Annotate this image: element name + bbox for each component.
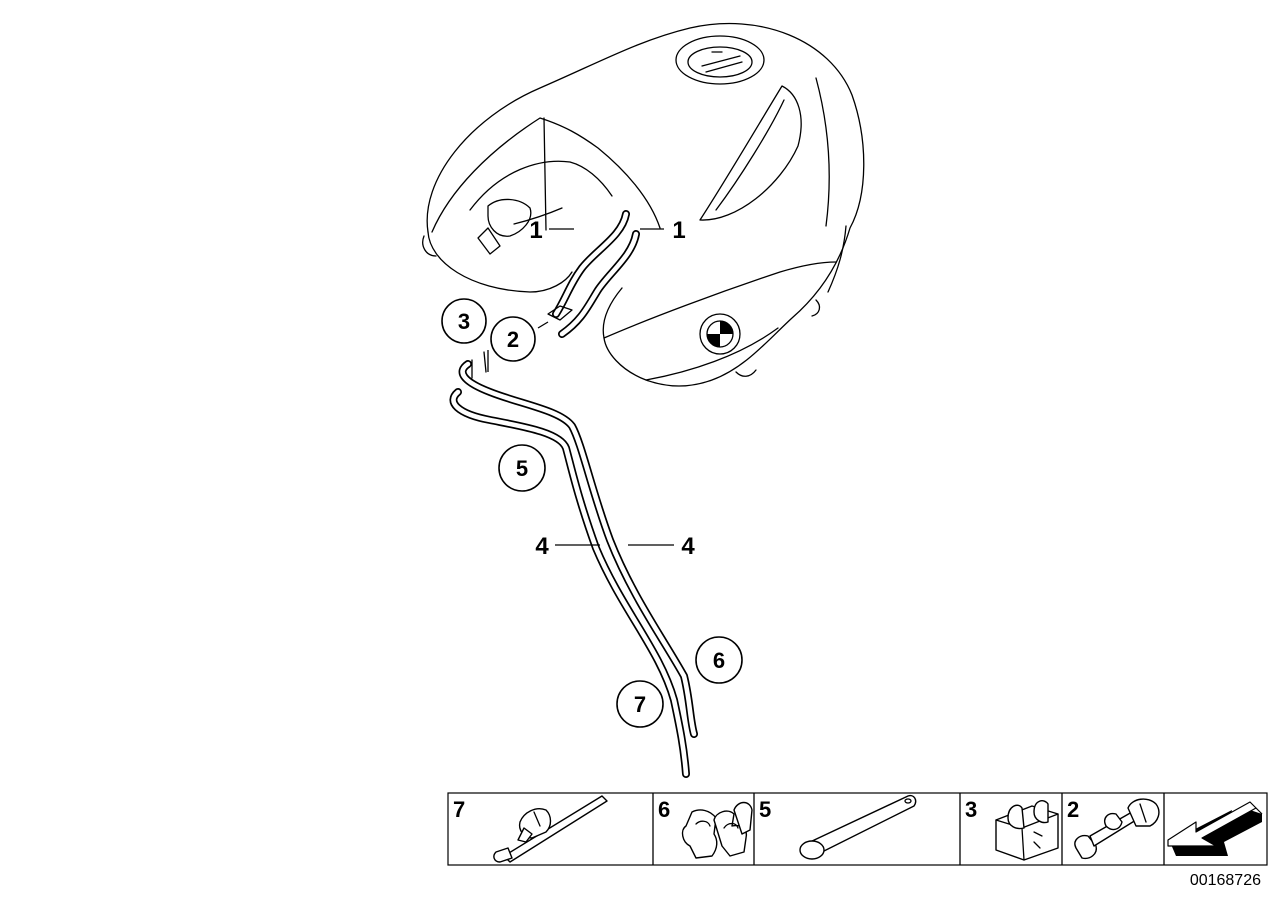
callout-1-right: 1 (672, 217, 685, 244)
expanding-rivet-icon (1074, 798, 1160, 860)
parts-cell-7: 7 (453, 795, 608, 863)
parts-cell-5: 5 (759, 794, 917, 860)
callout-3-label: 3 (458, 309, 470, 334)
callout-3-circle: 3 (441, 298, 487, 344)
callout-4-right: 4 (681, 533, 695, 560)
callout-1-left: 1 (529, 217, 542, 244)
parts-cell-3-number: 3 (965, 797, 977, 822)
callout-5-label: 5 (516, 456, 528, 481)
callout-6-circle: 6 (695, 636, 743, 684)
cable-strap-icon (799, 794, 917, 860)
parts-cell-7-number: 7 (453, 797, 465, 822)
parts-cell-2: 2 (1067, 797, 1160, 860)
vent-hoses-lower (449, 351, 698, 778)
direction-arrow-icon (1167, 801, 1263, 856)
cable-tie-with-clip-icon (493, 795, 608, 863)
callout-5-circle: 5 (498, 444, 546, 492)
callout-4-left: 4 (535, 533, 549, 560)
callout-7-circle: 7 (616, 680, 664, 728)
vent-hoses-upper (547, 210, 640, 338)
callout-2-label: 2 (507, 327, 519, 352)
double-hose-clip-icon (681, 801, 753, 859)
fuel-tank-illustration (422, 22, 865, 387)
parts-cell-2-number: 2 (1067, 797, 1079, 822)
parts-cell-6-number: 6 (658, 797, 670, 822)
callout-2-circle: 2 (490, 316, 536, 362)
hose-holder-block-icon (995, 800, 1059, 861)
parts-cell-3: 3 (965, 797, 1059, 861)
callout-6-label: 6 (713, 648, 725, 673)
callout-7-label: 7 (634, 692, 646, 717)
document-number: 00168726 (1190, 872, 1261, 889)
parts-cell-5-number: 5 (759, 797, 771, 822)
parts-strip: 7 6 5 (447, 792, 1268, 866)
parts-cell-6: 6 (658, 797, 753, 859)
parts-cell-arrow (1167, 801, 1263, 856)
